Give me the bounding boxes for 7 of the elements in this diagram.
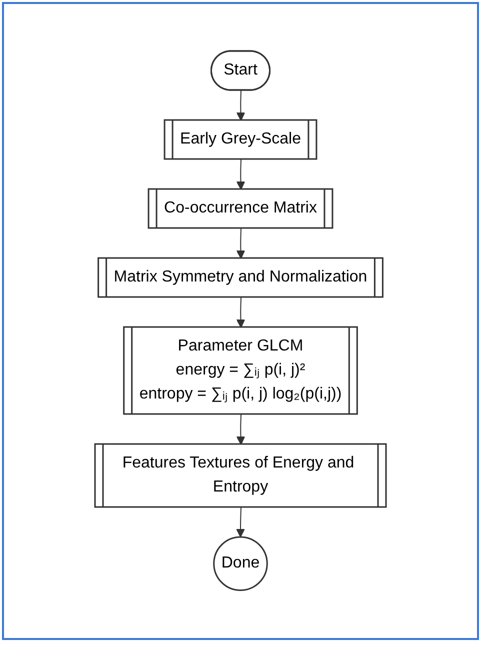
arrow (236, 297, 246, 328)
arrow (236, 90, 246, 122)
arrow (236, 159, 246, 190)
arrow (236, 228, 246, 260)
node-circle: Done (213, 536, 268, 592)
arrow (236, 414, 246, 446)
arrow (236, 507, 245, 538)
